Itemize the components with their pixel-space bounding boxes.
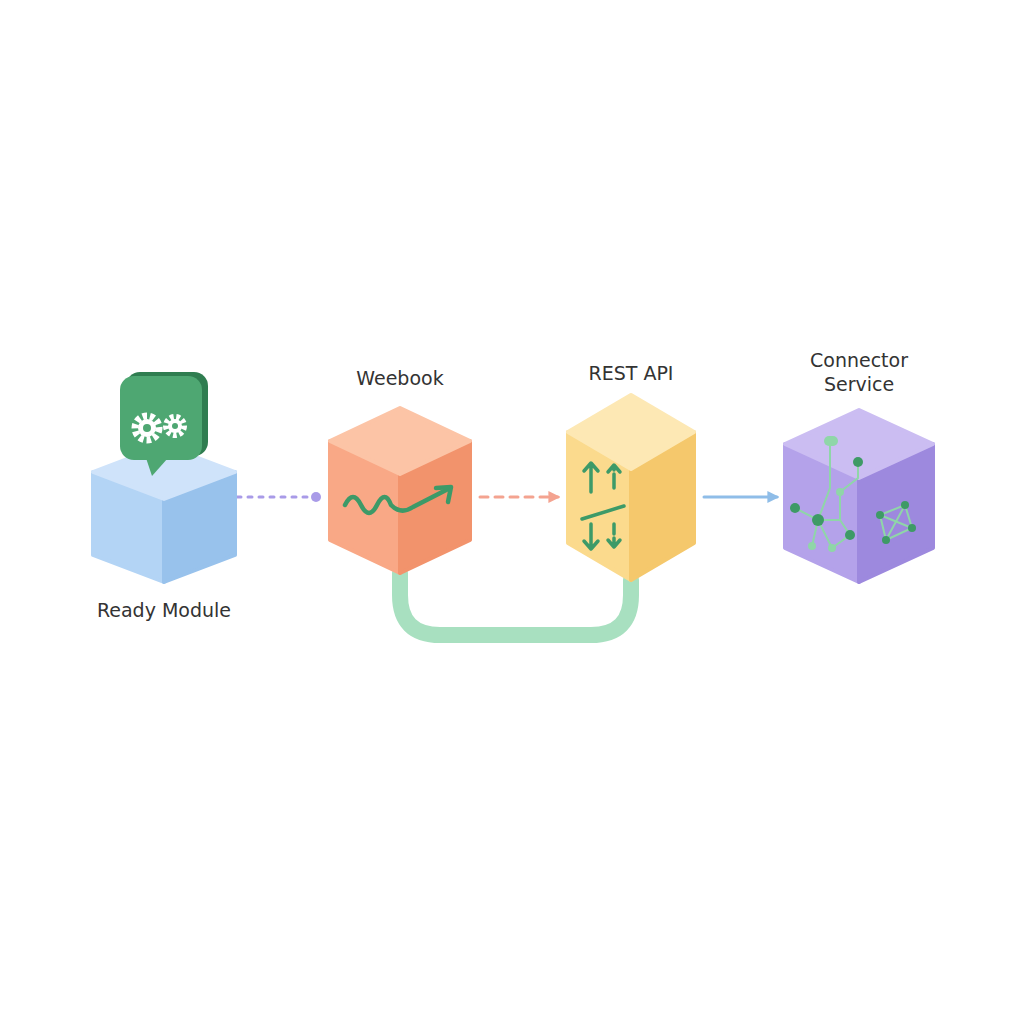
- connector: [704, 496, 777, 499]
- cube-shape: [93, 445, 235, 582]
- cube-node: Weebook: [330, 408, 470, 573]
- connector-dot: [311, 492, 321, 502]
- node-label: Ready Module: [64, 598, 264, 622]
- cube-shape: [330, 408, 470, 573]
- connector: [480, 496, 558, 499]
- cube-node: REST API: [568, 395, 694, 580]
- cube-node: Connector Service: [785, 410, 933, 582]
- node-label: Weebook: [300, 366, 500, 390]
- node-label: Connector Service: [794, 348, 924, 396]
- connector: [237, 496, 316, 499]
- cube-shape: [568, 395, 694, 580]
- cube-shape: [785, 410, 933, 582]
- connector: [400, 573, 631, 635]
- cube-node: Ready Module: [93, 445, 235, 582]
- node-label: REST API: [531, 361, 731, 385]
